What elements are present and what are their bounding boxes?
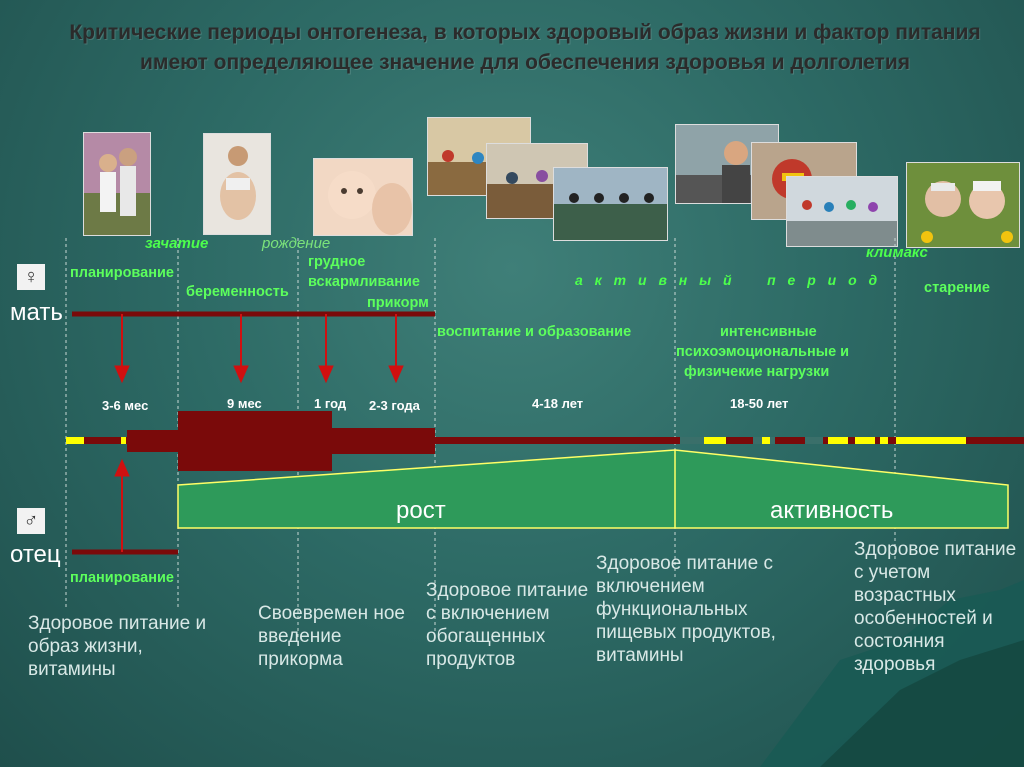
growth-activity-shape bbox=[177, 449, 1009, 529]
breastfeeding-label-2: вскармливание bbox=[308, 274, 420, 290]
aging-label: старение bbox=[924, 280, 990, 296]
page-title: Критические периоды онтогенеза, в которы… bbox=[69, 21, 981, 74]
planning-father-label: планирование bbox=[70, 570, 174, 586]
timeline-bar bbox=[66, 437, 1024, 444]
classroom-photo-3 bbox=[553, 167, 668, 241]
elderly-couple-photo bbox=[906, 162, 1020, 248]
timeline-marker bbox=[704, 437, 726, 444]
timeline-marker bbox=[121, 437, 126, 444]
upbringing-label: воспитание и образование bbox=[437, 324, 632, 340]
stage-block bbox=[178, 411, 332, 471]
timeline-marker bbox=[805, 437, 823, 444]
timeline-marker bbox=[680, 437, 704, 444]
conception-label: зачатие bbox=[145, 235, 209, 252]
male-symbol-icon: ♂ bbox=[17, 508, 45, 534]
arrow-down-icon bbox=[318, 365, 334, 384]
duration-label: 1 год bbox=[314, 396, 347, 411]
nutrition-note: Здоровое питание с включением обогащенны… bbox=[426, 580, 589, 670]
marathon-photo bbox=[786, 176, 898, 247]
mother-label: мать bbox=[10, 299, 63, 326]
growth-label: рост bbox=[396, 497, 446, 524]
arrow-down-icon bbox=[233, 365, 249, 384]
pregnancy-label: беременность bbox=[186, 284, 289, 300]
female-symbol-icon: ♀ bbox=[17, 264, 45, 290]
nutrition-note: Своевремен ное введение прикорма bbox=[258, 603, 405, 670]
mountain-decoration bbox=[820, 640, 1024, 767]
stress-label-2: психоэмоциональные и bbox=[676, 344, 850, 360]
arrow-down-icon bbox=[388, 365, 404, 384]
activity-label: активность bbox=[770, 497, 894, 524]
timeline-marker bbox=[880, 437, 888, 444]
birth-label: рождение bbox=[262, 235, 331, 252]
stress-label-1: интенсивные bbox=[720, 324, 817, 340]
couple-photo bbox=[83, 132, 151, 236]
nutrition-note: Здоровое питание с включением функционал… bbox=[596, 553, 776, 666]
breastfeeding-label-1: грудное bbox=[308, 254, 366, 270]
nutrition-note: Здоровое питание и образ жизни, витамины bbox=[28, 613, 207, 680]
timeline-marker bbox=[762, 437, 770, 444]
duration-label: 18-50 лет bbox=[730, 396, 789, 411]
complementary-feeding-label: прикорм bbox=[367, 295, 429, 311]
father-label: отец bbox=[10, 541, 61, 568]
duration-label: 3-6 мес bbox=[102, 398, 149, 413]
active-period-label: а к т и в н ы й п е р и о д bbox=[575, 272, 882, 288]
arrow-down-icon bbox=[114, 365, 130, 384]
duration-label: 2-3 года bbox=[369, 398, 420, 413]
menopause-label: климакс bbox=[866, 244, 928, 261]
timeline-marker bbox=[896, 437, 966, 444]
timeline-marker bbox=[66, 437, 84, 444]
duration-label: 4-18 лет bbox=[532, 396, 584, 411]
pregnant-woman-photo bbox=[203, 133, 271, 235]
stress-label-3: физичекие нагрузки bbox=[684, 364, 830, 380]
timeline-marker bbox=[828, 437, 848, 444]
planning-mother-label: планирование bbox=[70, 265, 174, 281]
stage-block bbox=[332, 428, 435, 454]
stage-block bbox=[127, 430, 178, 452]
timeline-marker bbox=[855, 437, 875, 444]
duration-label: 9 мес bbox=[227, 396, 262, 411]
arrow-up-icon bbox=[114, 458, 130, 477]
nutrition-note: Здоровое питание с учетом возрастных осо… bbox=[854, 539, 1017, 675]
breastfeeding-photo bbox=[313, 158, 413, 236]
